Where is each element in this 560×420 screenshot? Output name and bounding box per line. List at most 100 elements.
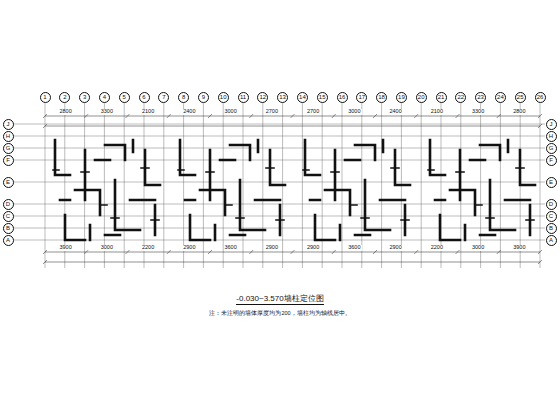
- dimension-tick: [497, 114, 501, 118]
- grid-bubble: 4: [99, 92, 110, 103]
- axis-line: [480, 103, 481, 268]
- axis-line: [302, 103, 303, 268]
- grid-bubble: 21: [436, 92, 447, 103]
- grid-bubble: E: [546, 177, 557, 188]
- dimension-text: 3300: [100, 109, 114, 115]
- grid-bubble: 6: [139, 92, 150, 103]
- grid-number: E: [549, 179, 553, 185]
- grid-number: J: [550, 121, 553, 127]
- dimension-tick: [167, 114, 171, 118]
- grid-bubble: A: [546, 235, 557, 246]
- axis-line: [243, 103, 244, 268]
- grid-number: 17: [358, 94, 365, 100]
- dimension-text: 2100: [141, 109, 155, 115]
- dimension-text: 2900: [182, 245, 196, 251]
- dimension-text: 2900: [306, 245, 320, 251]
- dimension-tick: [456, 114, 460, 118]
- dimension-text: 3900: [512, 245, 526, 251]
- axis-line: [500, 103, 501, 268]
- dimension-text: 2800: [512, 109, 526, 115]
- dimension-text: 3600: [224, 245, 238, 251]
- grid-number: C: [6, 213, 10, 219]
- dimension-text: 2900: [265, 245, 279, 251]
- dimension-tick: [249, 114, 253, 118]
- grid-bubble: 13: [277, 92, 288, 103]
- dimension-text: 2800: [59, 109, 73, 115]
- dimension-tick: [538, 250, 542, 254]
- dimension-tick: [414, 114, 418, 118]
- grid-number: A: [549, 237, 553, 243]
- grid-number: H: [549, 133, 553, 139]
- grid-bubble: 10: [218, 92, 229, 103]
- grid-bubble: G: [3, 143, 14, 154]
- grid-number: 19: [398, 94, 405, 100]
- grid-number: 12: [259, 94, 266, 100]
- dimension-tick: [538, 124, 542, 128]
- axis-line: [540, 103, 541, 268]
- dimension-tick: [126, 114, 130, 118]
- dimension-text: 3600: [347, 245, 361, 251]
- dimension-tick: [538, 114, 542, 118]
- dimension-tick: [249, 250, 253, 254]
- axis-line: [381, 103, 382, 268]
- grid-number: 2: [63, 94, 66, 100]
- dimension-tick: [414, 250, 418, 254]
- grid-number: 6: [142, 94, 145, 100]
- grid-number: 10: [220, 94, 227, 100]
- grid-number: 16: [339, 94, 346, 100]
- grid-bubble: 19: [396, 92, 407, 103]
- axis-line: [262, 103, 263, 268]
- grid-number: 8: [182, 94, 185, 100]
- dimension-line: [45, 126, 540, 127]
- grid-bubble: 22: [455, 92, 466, 103]
- axis-line: [104, 103, 105, 268]
- axis-line: [223, 103, 224, 268]
- grid-bubble: 11: [238, 92, 249, 103]
- dimension-tick: [332, 114, 336, 118]
- grid-number: 5: [123, 94, 126, 100]
- grid-number: F: [549, 157, 553, 163]
- dimension-tick: [43, 250, 47, 254]
- wall-unit: [53, 140, 160, 240]
- grid-bubble: 14: [297, 92, 308, 103]
- wall-unit: [303, 140, 410, 240]
- grid-bubble: C: [546, 211, 557, 222]
- axis-line: [14, 136, 545, 137]
- axis-line: [14, 182, 545, 183]
- axis-line: [322, 103, 323, 268]
- dimension-text: 2200: [141, 245, 155, 251]
- grid-number: 24: [497, 94, 504, 100]
- dimension-tick: [84, 250, 88, 254]
- grid-number: C: [549, 213, 553, 219]
- axis-line: [441, 103, 442, 268]
- grid-number: 15: [319, 94, 326, 100]
- axis-line: [203, 103, 204, 268]
- dimension-line: [45, 262, 540, 263]
- axis-line: [64, 103, 65, 268]
- grid-bubble: D: [3, 199, 14, 210]
- grid-bubble: B: [3, 223, 14, 234]
- dimension-text: 2700: [306, 109, 320, 115]
- grid-bubble: G: [546, 143, 557, 154]
- grid-bubble: H: [3, 131, 14, 142]
- axis-line: [14, 124, 545, 125]
- axis-line: [421, 103, 422, 268]
- grid-bubble: 24: [495, 92, 506, 103]
- dimension-tick: [291, 114, 295, 118]
- dimension-tick: [291, 250, 295, 254]
- dimension-text: 3000: [224, 109, 238, 115]
- dimension-text: 2400: [182, 109, 196, 115]
- dimension-tick: [126, 250, 130, 254]
- grid-bubble: C: [3, 211, 14, 222]
- axis-line: [14, 160, 545, 161]
- grid-bubble: D: [546, 199, 557, 210]
- grid-bubble: 16: [337, 92, 348, 103]
- grid-bubble: 9: [198, 92, 209, 103]
- grid-number: 13: [279, 94, 286, 100]
- dimension-tick: [84, 114, 88, 118]
- dimension-text: 2700: [265, 109, 279, 115]
- grid-bubble: E: [3, 177, 14, 188]
- axis-line: [124, 103, 125, 268]
- dimension-tick: [167, 250, 171, 254]
